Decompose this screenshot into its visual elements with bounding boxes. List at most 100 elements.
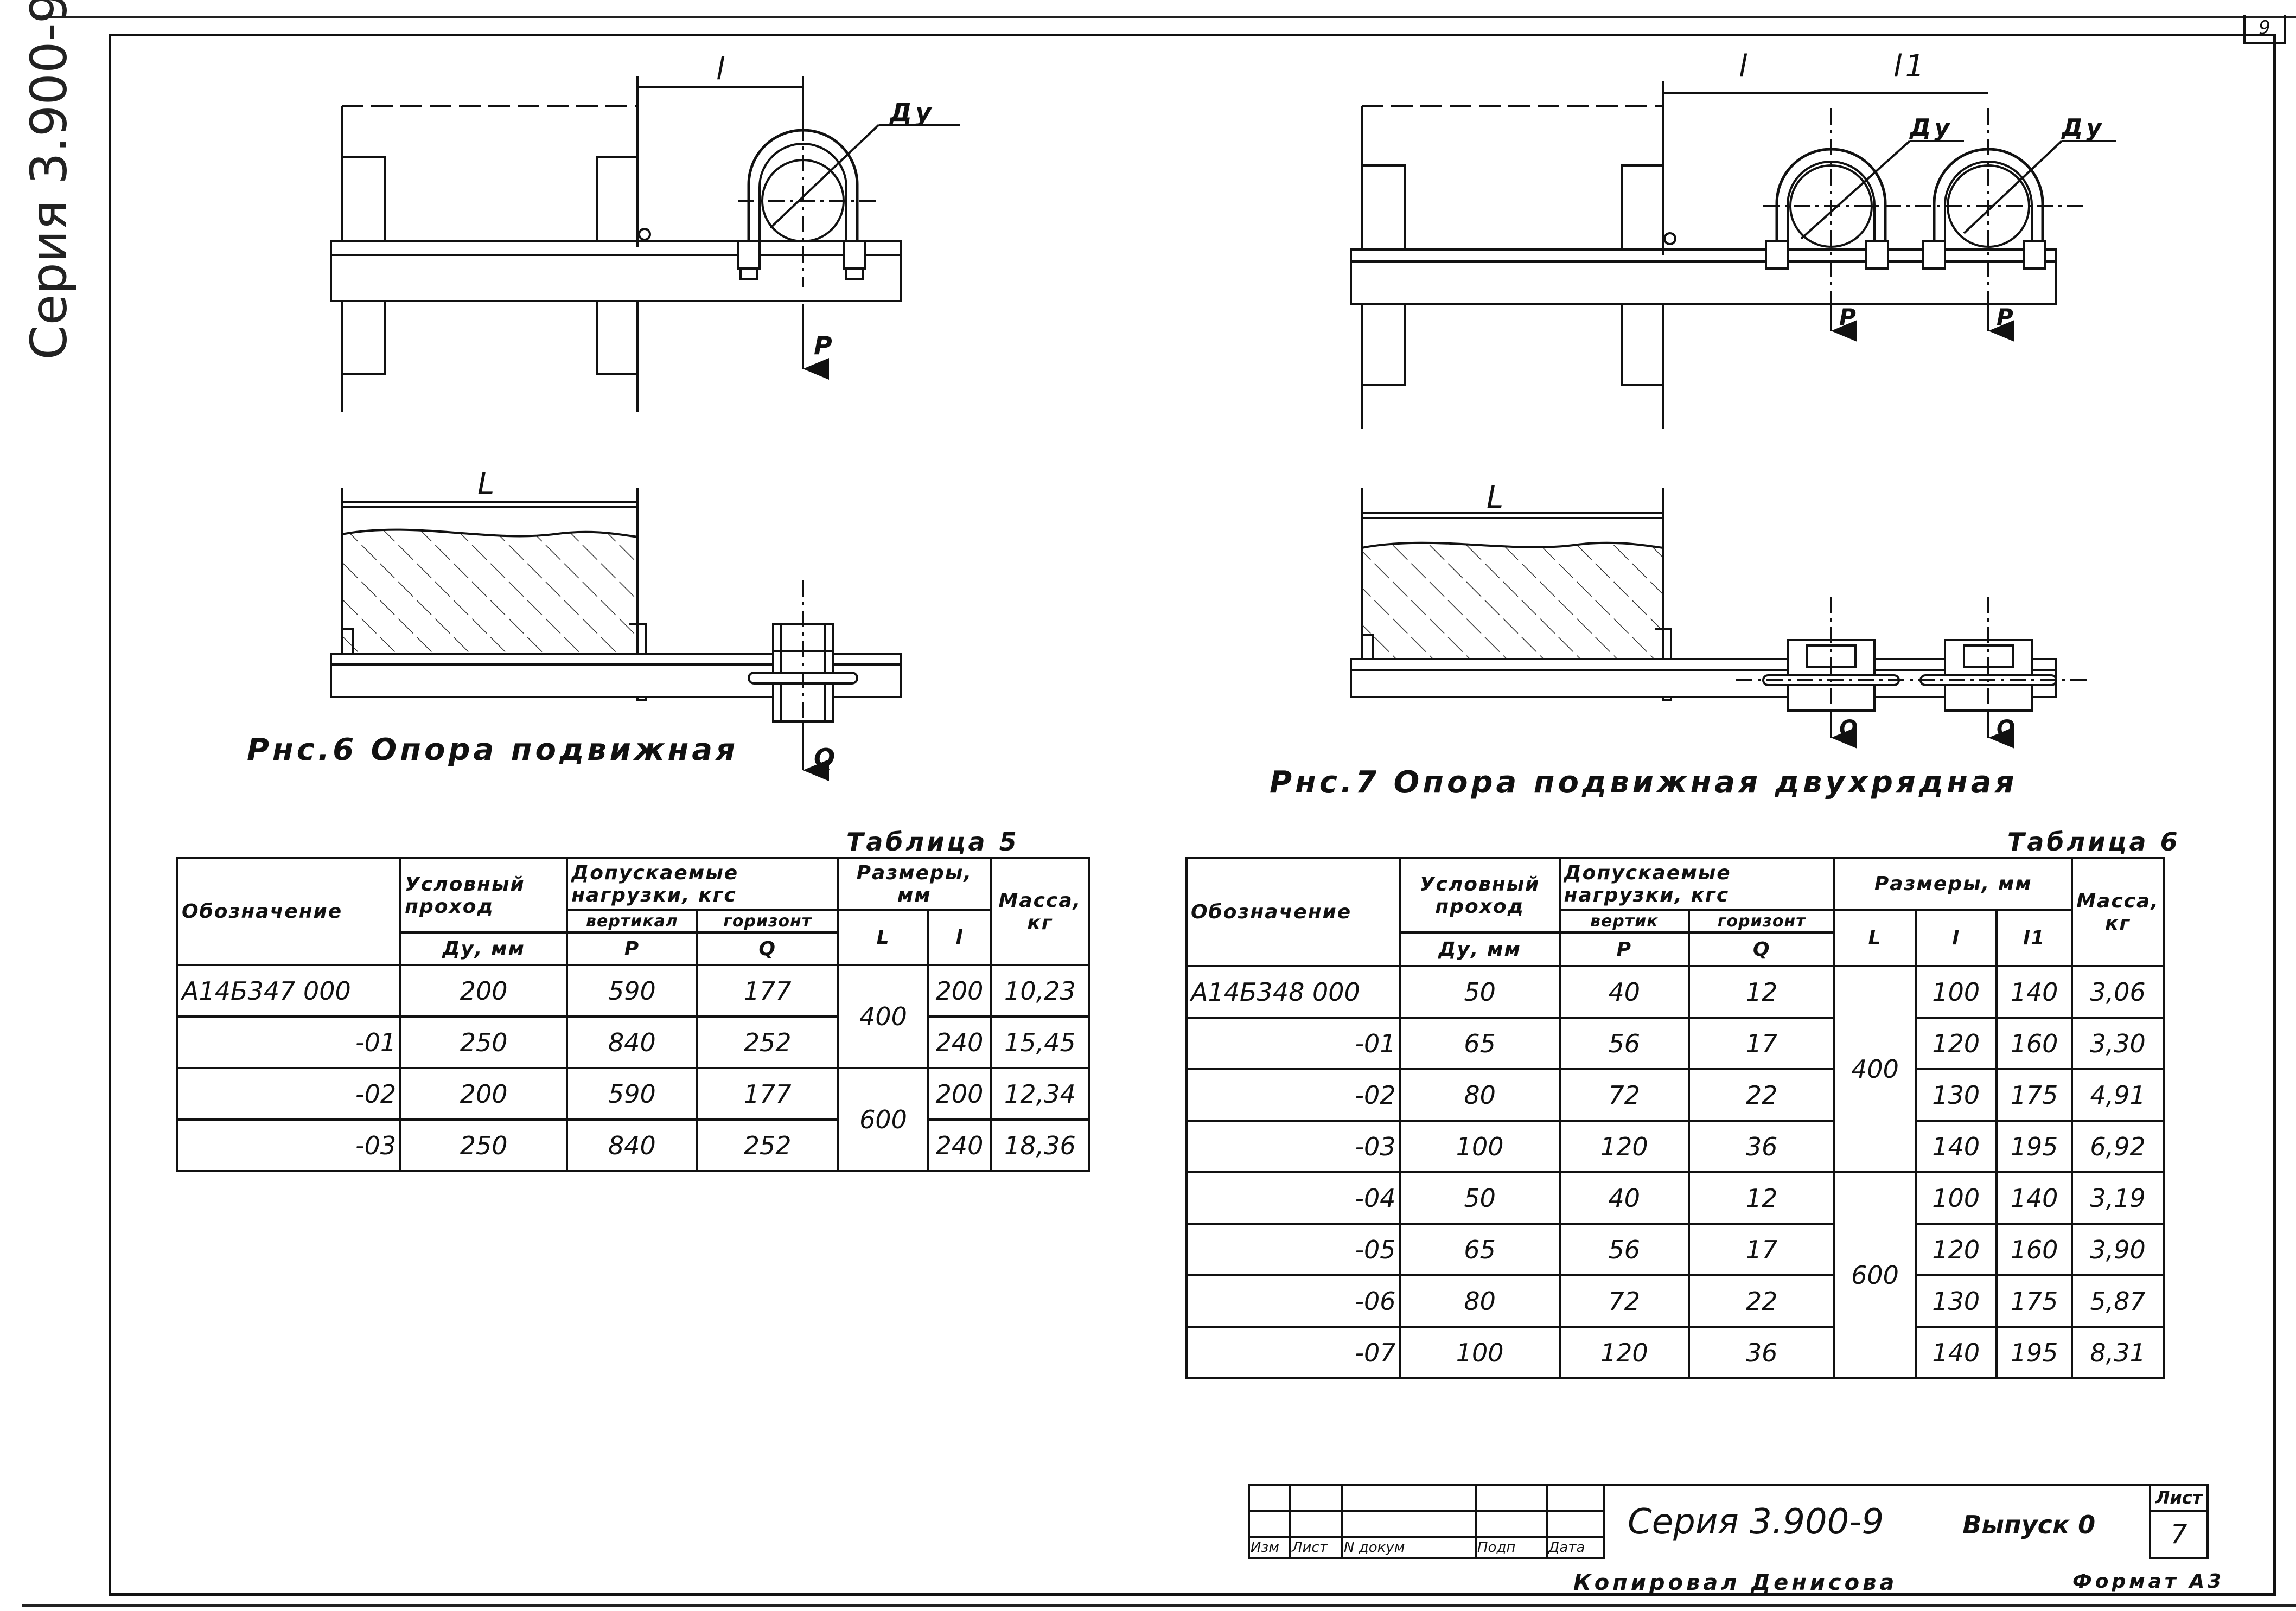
t6-cell: 3,30: [2071, 1017, 2165, 1070]
stamp-col-list: Лист: [1289, 1536, 1343, 1559]
t5-h-mass: Масса, кг: [989, 857, 1091, 966]
stamp-col-doc: N докум: [1341, 1536, 1477, 1559]
fig7-dim-l1: l1: [1893, 49, 1928, 84]
t5-cell: -02: [176, 1067, 402, 1121]
t6-cell: 3,06: [2071, 965, 2165, 1019]
t5-cell: А14Б347 000: [176, 964, 402, 1018]
t5-cell: 240: [927, 1118, 992, 1172]
t6-cell: 56: [1558, 1223, 1690, 1276]
t6-h-p: P: [1558, 931, 1690, 967]
table-row: -01 65 56 17 120 160 3,30: [1185, 1017, 2165, 1070]
fig6-dim-L: L: [477, 466, 498, 502]
t6-cell-L: 600: [1833, 1171, 1917, 1379]
t6-cell: 36: [1687, 1326, 1836, 1379]
t6-cell: 120: [1914, 1223, 1998, 1276]
fig6-force-q: Q: [814, 743, 839, 772]
t5-cell: 177: [696, 1067, 839, 1121]
t5-h-vert: вертикал: [566, 909, 698, 934]
stamp-col-izm: Изм: [1248, 1536, 1291, 1559]
t5-h-nominal: Условный проход: [399, 857, 569, 934]
t6-h-mass: Масса, кг: [2071, 857, 2165, 967]
t6-cell: 100: [1914, 1171, 1998, 1225]
t5-cell: 12,34: [989, 1067, 1091, 1121]
t6-cell: 36: [1687, 1120, 1836, 1173]
t5-h-q: Q: [696, 931, 839, 966]
fig7-dim-l: l: [1739, 49, 1751, 84]
t6-h-nominal: Условный проход: [1399, 857, 1561, 934]
t6-cell: 56: [1558, 1017, 1690, 1070]
fig7-dim-du-1: Ду: [1910, 114, 1953, 142]
t6-cell: 100: [1914, 965, 1998, 1019]
fig7-dim-du-2: Ду: [2062, 114, 2105, 142]
t5-cell: 250: [399, 1118, 569, 1172]
t6-cell-L: 400: [1833, 965, 1917, 1173]
t6-cell: 80: [1399, 1068, 1561, 1122]
t6-cell: -03: [1185, 1120, 1401, 1173]
stamp-sheet-label: Лист: [2149, 1484, 2209, 1512]
t5-cell: 252: [696, 1118, 839, 1172]
t6-cell: 4,91: [2071, 1068, 2165, 1122]
t6-cell: -05: [1185, 1223, 1401, 1276]
t6-cell: 120: [1558, 1326, 1690, 1379]
t5-h-designation: Обозначение: [176, 857, 402, 966]
stamp-issue: Выпуск 0: [1962, 1510, 2096, 1539]
t6-cell: 5,87: [2071, 1274, 2165, 1328]
t5-cell: 840: [566, 1015, 698, 1069]
table-row: -07 100 120 36 140 195 8,31: [1185, 1326, 2165, 1379]
t6-cell: 22: [1687, 1068, 1836, 1122]
t6-h-dims: Размеры, мм: [1833, 857, 2074, 911]
t6-cell: 72: [1558, 1274, 1690, 1328]
stamp-col-sign: Подп: [1475, 1536, 1548, 1559]
table5-caption: Таблица 5: [846, 827, 1019, 856]
t6-cell: 3,90: [2071, 1223, 2165, 1276]
t6-cell: 160: [1995, 1223, 2074, 1276]
fig6-force-p: P: [814, 331, 836, 360]
t6-cell: 160: [1995, 1017, 2074, 1070]
t5-cell: 177: [696, 964, 839, 1018]
t5-cell: 15,45: [989, 1015, 1091, 1069]
fig7-force-q-1: Q: [1839, 716, 1861, 741]
t5-cell: 200: [927, 964, 992, 1018]
t5-cell-L: 400: [837, 964, 930, 1069]
t6-cell: 140: [1914, 1326, 1998, 1379]
table6-caption: Таблица 6: [2007, 827, 2180, 856]
t6-cell: 140: [1914, 1120, 1998, 1173]
t5-cell: 252: [696, 1015, 839, 1069]
t6-cell: -06: [1185, 1274, 1401, 1328]
fig6-top-view: [330, 76, 960, 412]
drawing-frame: [109, 34, 2276, 1596]
fig7-force-p-1: P: [1839, 304, 1859, 330]
t6-h-q: Q: [1687, 931, 1836, 967]
t5-cell: 10,23: [989, 964, 1091, 1018]
t6-cell: 17: [1687, 1017, 1836, 1070]
t5-cell: 590: [566, 964, 698, 1018]
fig7-force-q-2: Q: [1997, 716, 2019, 741]
t5-h-L: L: [837, 909, 930, 966]
t5-cell: 200: [399, 1067, 569, 1121]
t6-h-horiz: горизонт: [1687, 909, 1836, 934]
table-row: -04 50 40 12 600 100 140 3,19: [1185, 1171, 2165, 1379]
t5-cell: 590: [566, 1067, 698, 1121]
fig7-side-view: [1350, 488, 2089, 749]
t5-h-nominal-unit: Ду, мм: [399, 931, 569, 966]
t6-cell: 50: [1399, 965, 1561, 1019]
sheet-corner-number: 9: [2243, 15, 2286, 44]
t5-h-p: P: [566, 931, 698, 966]
t6-cell: 100: [1399, 1326, 1561, 1379]
outer-border-top: [33, 16, 2296, 18]
t6-cell: 17: [1687, 1223, 1836, 1276]
t6-cell: 130: [1914, 1274, 1998, 1328]
t6-h-l1: l1: [1995, 909, 2074, 967]
t5-cell-L: 600: [837, 1067, 930, 1172]
t6-cell: -01: [1185, 1017, 1401, 1070]
t6-cell: 80: [1399, 1274, 1561, 1328]
table-row: -06 80 72 22 130 175 5,87: [1185, 1274, 2165, 1328]
t5-cell: 240: [927, 1015, 992, 1069]
t6-cell: 175: [1995, 1274, 2074, 1328]
outer-border-bottom: [22, 1604, 2296, 1607]
t6-cell: 12: [1687, 965, 1836, 1019]
stamp-format: Формат А3: [2072, 1570, 2225, 1593]
t6-cell: 195: [1995, 1326, 2074, 1379]
t6-h-nominal-unit: Ду, мм: [1399, 931, 1561, 967]
